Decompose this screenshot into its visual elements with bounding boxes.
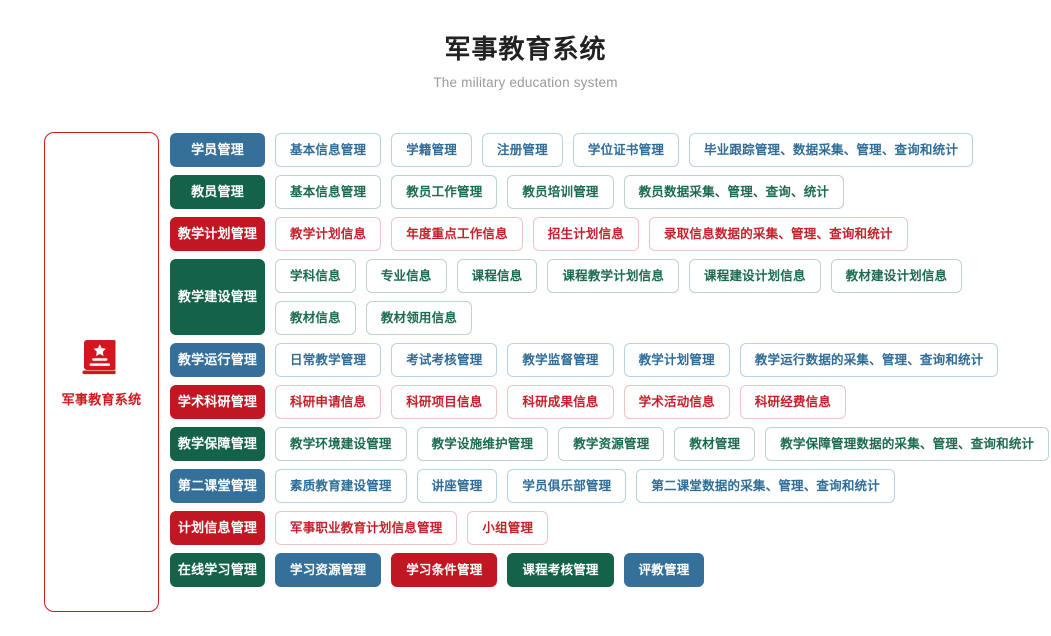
category-button[interactable]: 教学运行管理 bbox=[170, 343, 265, 377]
item-button[interactable]: 基本信息管理 bbox=[275, 133, 382, 167]
brand-sidebar[interactable]: 军事教育系统 bbox=[44, 132, 159, 612]
category-row: 学员管理基本信息管理学籍管理注册管理学位证书管理毕业跟踪管理、数据采集、管理、查… bbox=[170, 133, 1049, 167]
item-group: 基本信息管理学籍管理注册管理学位证书管理毕业跟踪管理、数据采集、管理、查询和统计 bbox=[275, 133, 974, 167]
category-row: 计划信息管理军事职业教育计划信息管理小组管理 bbox=[170, 511, 1049, 545]
item-button[interactable]: 学术活动信息 bbox=[623, 385, 730, 419]
item-button[interactable]: 第二课堂数据的采集、管理、查询和统计 bbox=[636, 469, 895, 503]
item-group: 军事职业教育计划信息管理小组管理 bbox=[275, 511, 549, 545]
item-button[interactable]: 学位证书管理 bbox=[572, 133, 680, 167]
item-button[interactable]: 教学计划信息 bbox=[275, 217, 382, 251]
category-row: 教学建设管理学科信息专业信息课程信息课程教学计划信息课程建设计划信息教材建设计划… bbox=[170, 259, 1049, 335]
category-rows: 学员管理基本信息管理学籍管理注册管理学位证书管理毕业跟踪管理、数据采集、管理、查… bbox=[170, 132, 1050, 587]
item-button[interactable]: 科研经费信息 bbox=[739, 385, 847, 419]
item-button[interactable]: 课程信息 bbox=[456, 259, 538, 293]
item-button[interactable]: 注册管理 bbox=[482, 133, 563, 167]
category-row: 教学运行管理日常教学管理考试考核管理教学监督管理教学计划管理教学运行数据的采集、… bbox=[170, 343, 1049, 377]
item-button[interactable]: 科研申请信息 bbox=[275, 385, 382, 419]
category-row: 教学计划管理教学计划信息年度重点工作信息招生计划信息录取信息数据的采集、管理、查… bbox=[170, 217, 1049, 251]
book-star-icon bbox=[80, 336, 124, 380]
item-group: 科研申请信息科研项目信息科研成果信息学术活动信息科研经费信息 bbox=[275, 385, 847, 419]
item-button[interactable]: 教学环境建设管理 bbox=[275, 427, 407, 461]
category-button[interactable]: 学术科研管理 bbox=[170, 385, 265, 419]
item-button[interactable]: 教员数据采集、管理、查询、统计 bbox=[623, 175, 845, 209]
item-line: 学科信息专业信息课程信息课程教学计划信息课程建设计划信息教材建设计划信息 bbox=[275, 259, 963, 293]
item-button[interactable]: 科研成果信息 bbox=[507, 385, 614, 419]
item-button[interactable]: 课程建设计划信息 bbox=[689, 259, 821, 293]
item-button[interactable]: 招生计划信息 bbox=[532, 217, 640, 251]
category-row: 学术科研管理科研申请信息科研项目信息科研成果信息学术活动信息科研经费信息 bbox=[170, 385, 1049, 419]
item-button[interactable]: 教学保障管理数据的采集、管理、查询和统计 bbox=[765, 427, 1050, 461]
item-button[interactable]: 素质教育建设管理 bbox=[275, 469, 407, 503]
page-header: 军事教育系统 The military education system bbox=[0, 0, 1051, 90]
item-line: 军事职业教育计划信息管理小组管理 bbox=[275, 511, 549, 545]
item-button[interactable]: 军事职业教育计划信息管理 bbox=[275, 511, 458, 545]
item-button[interactable]: 科研项目信息 bbox=[391, 385, 498, 419]
item-button[interactable]: 教材管理 bbox=[674, 427, 756, 461]
item-group: 学习资源管理学习条件管理课程考核管理评教管理 bbox=[275, 553, 705, 587]
page-title: 军事教育系统 bbox=[444, 34, 607, 64]
item-button[interactable]: 教材建设计划信息 bbox=[830, 259, 963, 293]
item-line: 教材信息教材领用信息 bbox=[275, 301, 962, 335]
category-row: 教员管理基本信息管理教员工作管理教员培训管理教员数据采集、管理、查询、统计 bbox=[170, 175, 1049, 209]
item-group: 教学计划信息年度重点工作信息招生计划信息录取信息数据的采集、管理、查询和统计 bbox=[275, 217, 908, 251]
item-button[interactable]: 教材信息 bbox=[275, 301, 356, 335]
item-button[interactable]: 教学运行数据的采集、管理、查询和统计 bbox=[739, 343, 999, 377]
category-button[interactable]: 计划信息管理 bbox=[170, 511, 265, 545]
item-group: 日常教学管理考试考核管理教学监督管理教学计划管理教学运行数据的采集、管理、查询和… bbox=[275, 343, 999, 377]
page-content: 军事教育系统 学员管理基本信息管理学籍管理注册管理学位证书管理毕业跟踪管理、数据… bbox=[0, 132, 1051, 612]
item-button[interactable]: 教学监督管理 bbox=[507, 343, 614, 377]
item-group: 素质教育建设管理讲座管理学员俱乐部管理第二课堂数据的采集、管理、查询和统计 bbox=[275, 469, 895, 503]
category-button[interactable]: 学员管理 bbox=[170, 133, 265, 167]
category-row: 第二课堂管理素质教育建设管理讲座管理学员俱乐部管理第二课堂数据的采集、管理、查询… bbox=[170, 469, 1049, 503]
category-button[interactable]: 教学建设管理 bbox=[170, 259, 265, 335]
item-button[interactable]: 小组管理 bbox=[467, 511, 549, 545]
item-button[interactable]: 基本信息管理 bbox=[275, 175, 382, 209]
category-button[interactable]: 在线学习管理 bbox=[170, 553, 265, 587]
category-row: 在线学习管理学习资源管理学习条件管理课程考核管理评教管理 bbox=[170, 553, 1049, 587]
brand-label: 军事教育系统 bbox=[61, 392, 142, 407]
item-group: 基本信息管理教员工作管理教员培训管理教员数据采集、管理、查询、统计 bbox=[275, 175, 845, 209]
item-button[interactable]: 毕业跟踪管理、数据采集、管理、查询和统计 bbox=[689, 133, 974, 167]
category-button[interactable]: 教学计划管理 bbox=[170, 217, 265, 251]
item-button[interactable]: 考试考核管理 bbox=[391, 343, 498, 377]
item-button[interactable]: 录取信息数据的采集、管理、查询和统计 bbox=[649, 217, 908, 251]
item-button[interactable]: 课程考核管理 bbox=[507, 553, 614, 587]
item-line: 科研申请信息科研项目信息科研成果信息学术活动信息科研经费信息 bbox=[275, 385, 847, 419]
item-button[interactable]: 教学资源管理 bbox=[558, 427, 665, 461]
category-row: 教学保障管理教学环境建设管理教学设施维护管理教学资源管理教材管理教学保障管理数据… bbox=[170, 427, 1050, 461]
item-group: 教学环境建设管理教学设施维护管理教学资源管理教材管理教学保障管理数据的采集、管理… bbox=[275, 427, 1050, 461]
item-button[interactable]: 教员培训管理 bbox=[507, 175, 614, 209]
item-button[interactable]: 教材领用信息 bbox=[365, 301, 473, 335]
item-line: 素质教育建设管理讲座管理学员俱乐部管理第二课堂数据的采集、管理、查询和统计 bbox=[275, 469, 895, 503]
item-line: 日常教学管理考试考核管理教学监督管理教学计划管理教学运行数据的采集、管理、查询和… bbox=[275, 343, 999, 377]
page-subtitle: The military education system bbox=[433, 75, 618, 91]
item-line: 基本信息管理学籍管理注册管理学位证书管理毕业跟踪管理、数据采集、管理、查询和统计 bbox=[275, 133, 974, 167]
item-button[interactable]: 学习资源管理 bbox=[275, 553, 382, 587]
item-button[interactable]: 教学设施维护管理 bbox=[416, 427, 549, 461]
category-button[interactable]: 第二课堂管理 bbox=[170, 469, 265, 503]
item-button[interactable]: 教学计划管理 bbox=[623, 343, 730, 377]
item-line: 学习资源管理学习条件管理课程考核管理评教管理 bbox=[275, 553, 705, 587]
item-group: 学科信息专业信息课程信息课程教学计划信息课程建设计划信息教材建设计划信息教材信息… bbox=[275, 259, 963, 335]
item-button[interactable]: 学科信息 bbox=[275, 259, 356, 293]
item-line: 教学计划信息年度重点工作信息招生计划信息录取信息数据的采集、管理、查询和统计 bbox=[275, 217, 908, 251]
item-button[interactable]: 专业信息 bbox=[365, 259, 447, 293]
item-button[interactable]: 课程教学计划信息 bbox=[547, 259, 680, 293]
category-button[interactable]: 教学保障管理 bbox=[170, 427, 265, 461]
item-button[interactable]: 学籍管理 bbox=[391, 133, 473, 167]
item-button[interactable]: 年度重点工作信息 bbox=[391, 217, 523, 251]
item-button[interactable]: 教员工作管理 bbox=[391, 175, 498, 209]
item-button[interactable]: 讲座管理 bbox=[416, 469, 498, 503]
item-button[interactable]: 日常教学管理 bbox=[275, 343, 382, 377]
item-button[interactable]: 学习条件管理 bbox=[391, 553, 498, 587]
item-line: 基本信息管理教员工作管理教员培训管理教员数据采集、管理、查询、统计 bbox=[275, 175, 845, 209]
item-button[interactable]: 学员俱乐部管理 bbox=[507, 469, 627, 503]
item-button[interactable]: 评教管理 bbox=[623, 553, 705, 587]
item-line: 教学环境建设管理教学设施维护管理教学资源管理教材管理教学保障管理数据的采集、管理… bbox=[275, 427, 1050, 461]
category-button[interactable]: 教员管理 bbox=[170, 175, 265, 209]
